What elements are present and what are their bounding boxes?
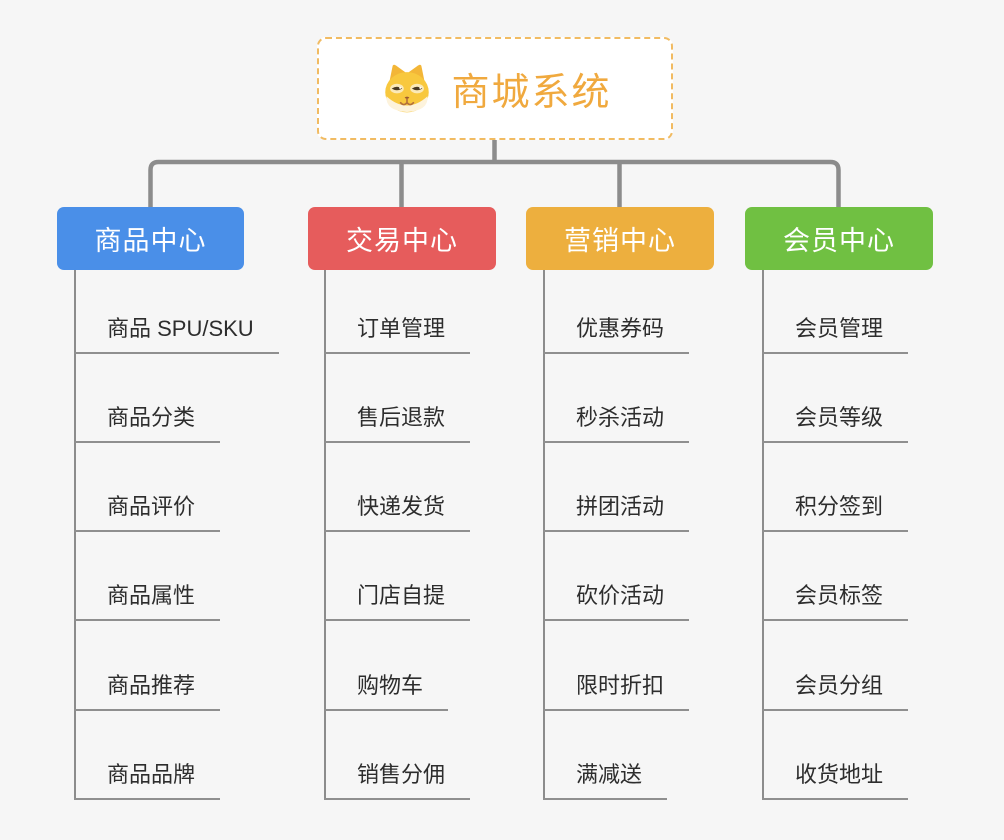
column-spine-line bbox=[74, 270, 76, 800]
branch-node-marketing-center[interactable]: 营销中心 bbox=[526, 207, 714, 270]
child-item[interactable]: 秒杀活动 bbox=[543, 405, 690, 443]
child-item[interactable]: 会员标签 bbox=[762, 583, 909, 621]
branch-node-product-center[interactable]: 商品中心 bbox=[57, 207, 244, 270]
branch-bus-line bbox=[148, 159, 841, 207]
child-item[interactable]: 商品 SPU/SKU bbox=[74, 316, 279, 354]
child-item[interactable]: 商品推荐 bbox=[74, 673, 221, 711]
child-item[interactable]: 会员管理 bbox=[762, 316, 909, 354]
child-item[interactable]: 收货地址 bbox=[762, 762, 909, 800]
child-item[interactable]: 积分签到 bbox=[762, 494, 909, 532]
column-spine-line bbox=[324, 270, 326, 800]
child-item[interactable]: 订单管理 bbox=[324, 316, 471, 354]
children-column-product-center: 商品 SPU/SKU 商品分类 商品评价 商品属性 商品推荐 商品品牌 bbox=[74, 270, 314, 810]
child-item[interactable]: 门店自提 bbox=[324, 583, 471, 621]
child-item[interactable]: 商品分类 bbox=[74, 405, 221, 443]
child-item[interactable]: 售后退款 bbox=[324, 405, 471, 443]
branch-node-trade-center[interactable]: 交易中心 bbox=[308, 207, 496, 270]
branch-node-member-center[interactable]: 会员中心 bbox=[745, 207, 933, 270]
children-column-member-center: 会员管理 会员等级 积分签到 会员标签 会员分组 收货地址 bbox=[762, 270, 1002, 810]
child-item[interactable]: 商品品牌 bbox=[74, 762, 221, 800]
child-item[interactable]: 会员等级 bbox=[762, 405, 909, 443]
child-item[interactable]: 快递发货 bbox=[324, 494, 471, 532]
children-column-trade-center: 订单管理 售后退款 快递发货 门店自提 购物车 销售分佣 bbox=[324, 270, 564, 810]
child-item[interactable]: 限时折扣 bbox=[543, 673, 690, 711]
child-item[interactable]: 砍价活动 bbox=[543, 583, 690, 621]
root-title: 商城系统 bbox=[451, 72, 612, 114]
child-item[interactable]: 会员分组 bbox=[762, 673, 909, 711]
child-item[interactable]: 商品评价 bbox=[74, 494, 221, 532]
column-spine-line bbox=[762, 270, 764, 800]
column-spine-line bbox=[543, 270, 545, 800]
child-item[interactable]: 购物车 bbox=[324, 673, 449, 711]
child-item[interactable]: 商品属性 bbox=[74, 583, 221, 621]
children-column-marketing-center: 优惠券码 秒杀活动 拼团活动 砍价活动 限时折扣 满减送 bbox=[543, 270, 783, 810]
child-item[interactable]: 拼团活动 bbox=[543, 494, 690, 532]
child-item[interactable]: 销售分佣 bbox=[324, 762, 471, 800]
shiba-dog-icon bbox=[385, 64, 430, 112]
root-node-mall-system[interactable]: 商城系统 bbox=[317, 37, 673, 140]
child-item[interactable]: 满减送 bbox=[543, 762, 668, 800]
child-item[interactable]: 优惠券码 bbox=[543, 316, 690, 354]
